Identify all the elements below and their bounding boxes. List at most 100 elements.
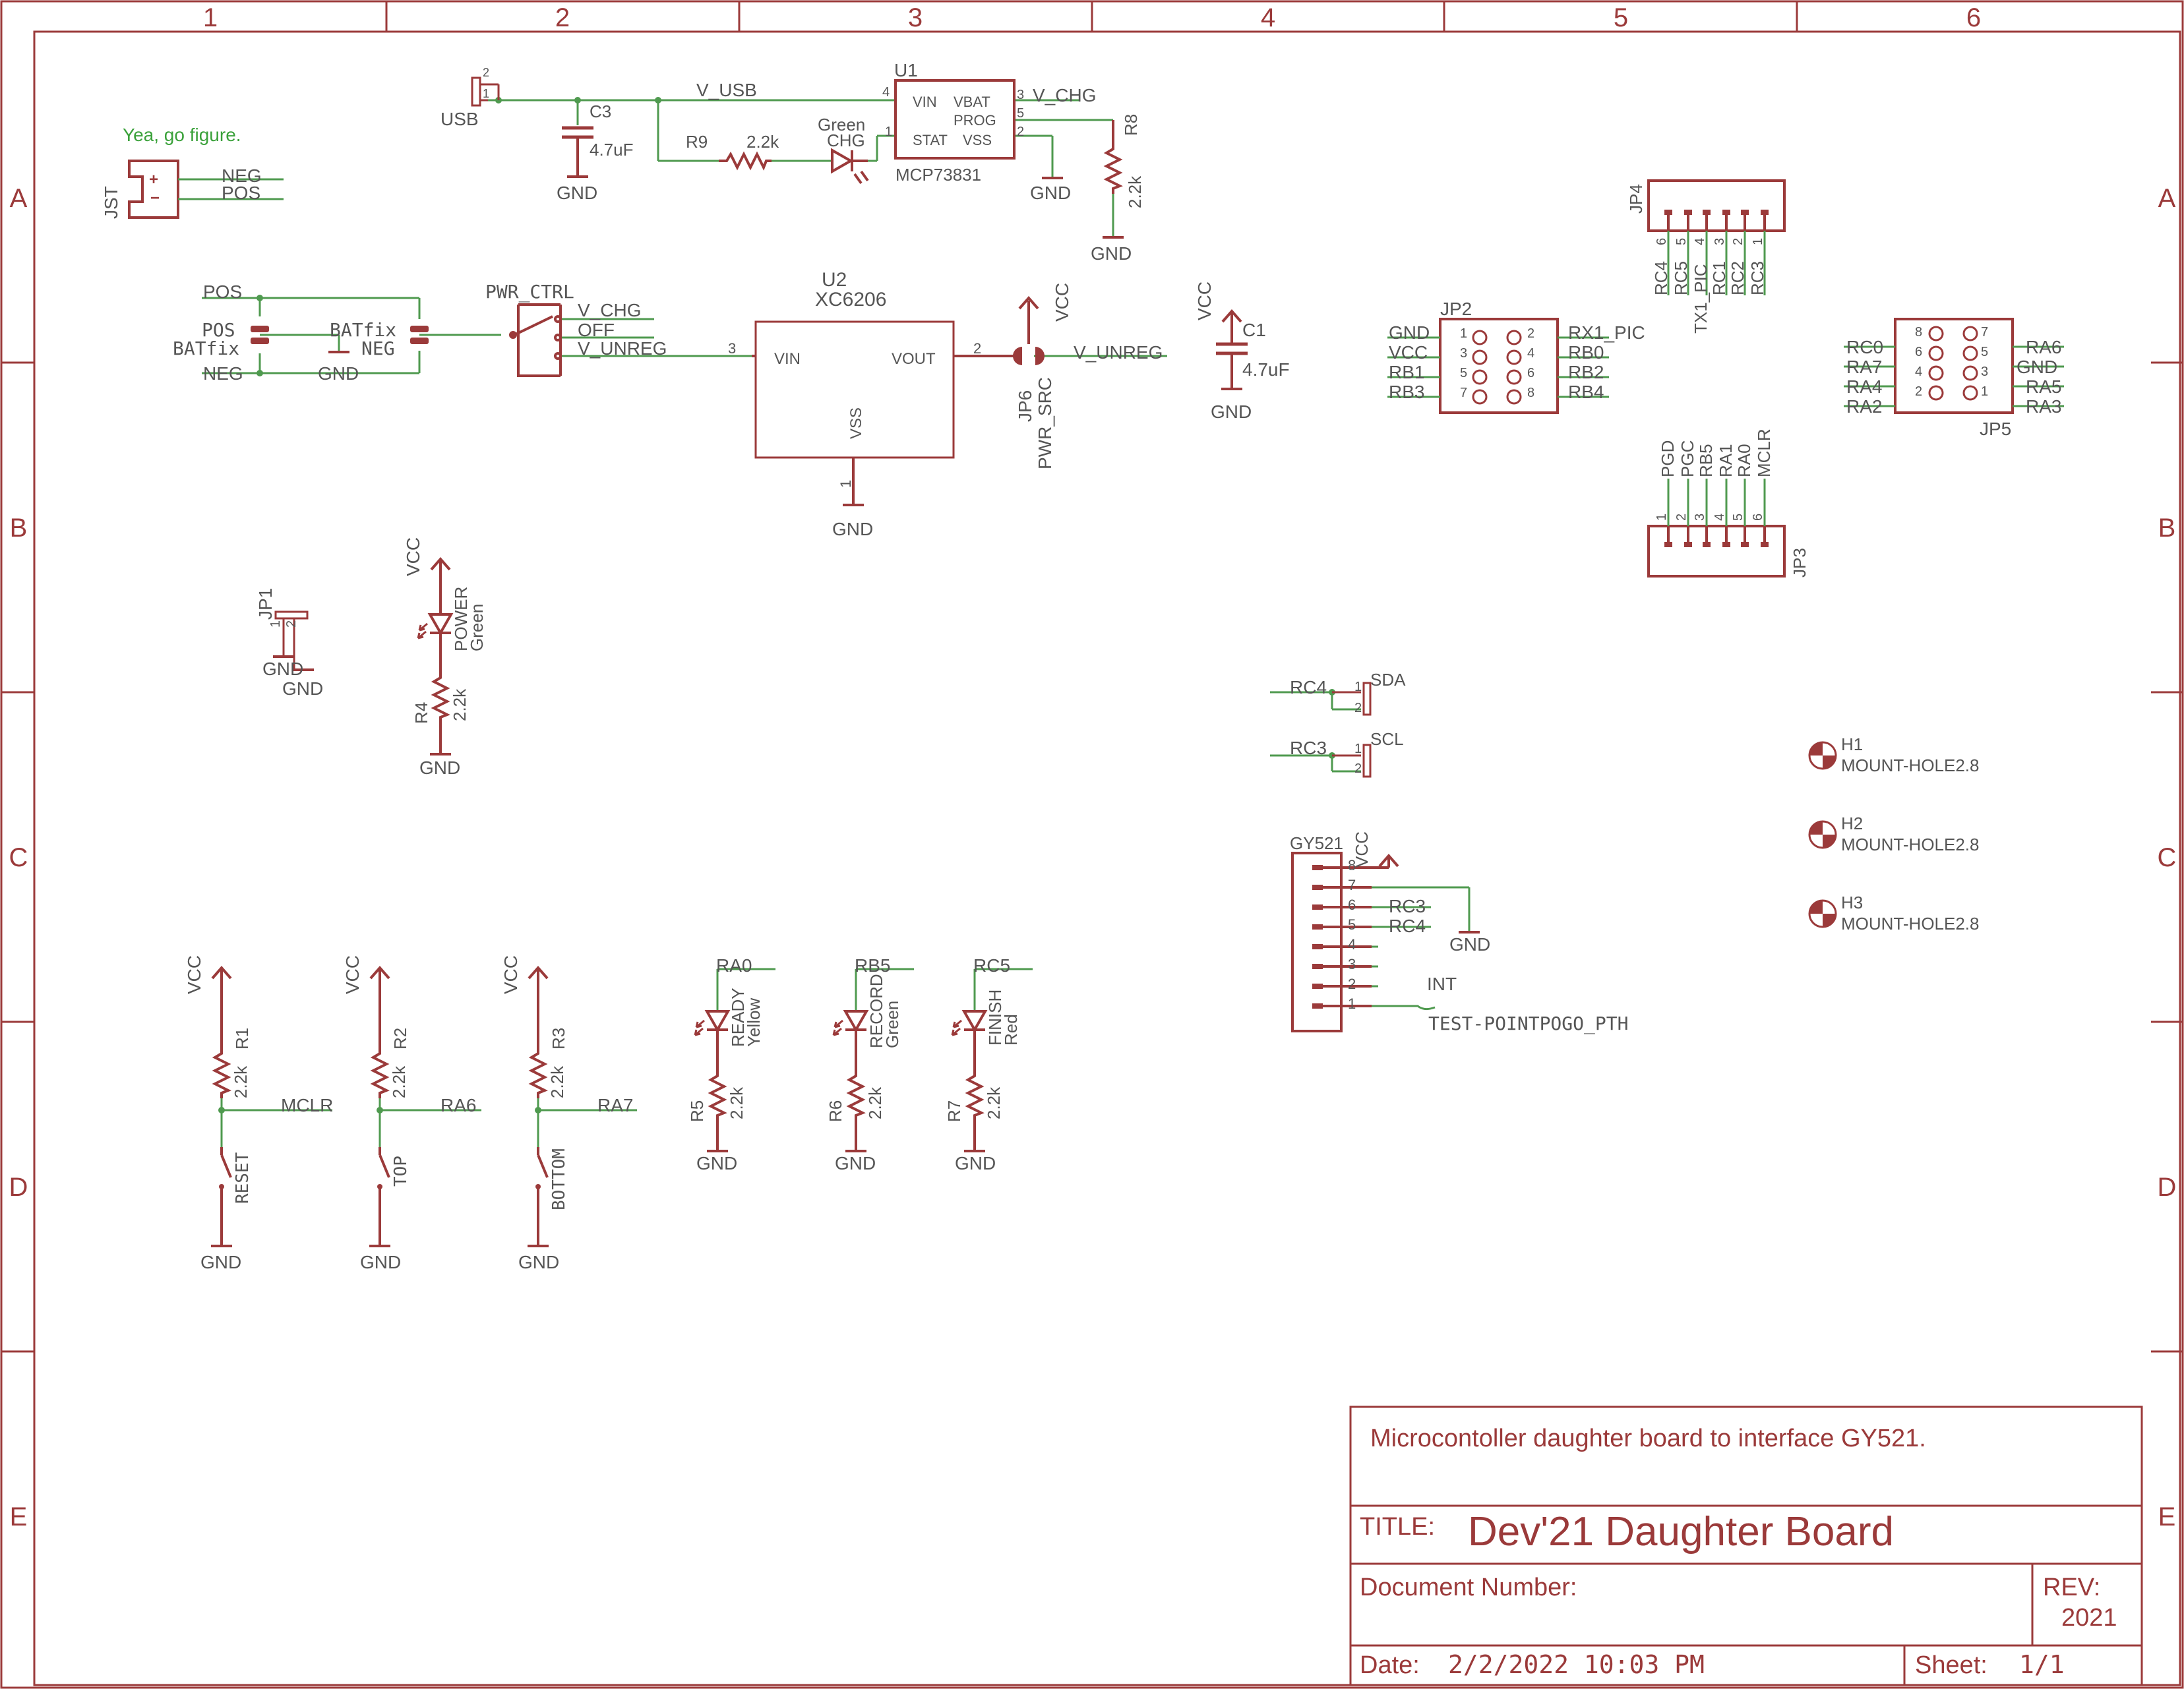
- schematic-label: PGC: [1678, 440, 1697, 477]
- schematic-label: RA4: [1846, 376, 1882, 397]
- schematic-label: R5: [687, 1100, 707, 1122]
- schematic-label: RB2: [1568, 362, 1604, 382]
- bat-pos-net: POS: [203, 282, 242, 302]
- jp6-name: JP6: [1015, 390, 1035, 422]
- schematic-label: VBAT: [954, 94, 990, 110]
- schematic-label: RB1: [1389, 362, 1424, 382]
- chg-led-color: Green: [818, 115, 865, 134]
- schematic-label: 2: [1915, 384, 1922, 399]
- schematic-label: Green: [882, 1001, 902, 1048]
- schematic-label: 1: [483, 87, 489, 100]
- row-label: B: [2158, 514, 2176, 543]
- schematic-label: 6: [1915, 345, 1922, 359]
- schematic-label: RA6: [2026, 337, 2061, 357]
- schematic-label: 8: [1527, 386, 1534, 400]
- power-name: POWER: [451, 587, 471, 651]
- schematic-label: VSS: [963, 132, 992, 148]
- schematic-label: GND: [835, 1153, 876, 1173]
- row-label: A: [2158, 184, 2176, 213]
- col-label: 4: [1261, 3, 1275, 32]
- schematic-label: VCC: [184, 955, 204, 994]
- row-label: E: [10, 1502, 28, 1531]
- schematic-label: 2.2k: [727, 1086, 746, 1119]
- schematic-label: 2: [1527, 326, 1534, 341]
- schematic-label: RC1: [1709, 261, 1729, 295]
- hole-part: MOUNT-HOLE2.8: [1841, 914, 1980, 933]
- schematic-label: 3: [1348, 956, 1356, 972]
- schematic-label: 3: [1460, 346, 1467, 361]
- schematic-label: RA7: [1846, 357, 1882, 377]
- battery-section: POS NEG POS BATfix BATfix NEG GND PWR_CT…: [173, 281, 752, 384]
- r4-name: R4: [411, 702, 431, 724]
- c1-value: 4.7uF: [1242, 359, 1290, 380]
- row-label: C: [2158, 843, 2177, 872]
- schematic-label: 2: [483, 66, 489, 79]
- u1-part: MCP73831: [895, 165, 981, 185]
- frame-labels: 1 2 3 4 5 6 A B C D E A B C D E: [9, 3, 2177, 1531]
- schematic-label: R1: [232, 1028, 252, 1050]
- schematic-label: 6: [1348, 897, 1356, 913]
- row-label: B: [10, 514, 28, 543]
- tb-date: 2/2/2022 10:03 PM: [1448, 1650, 1705, 1679]
- schematic-label: +: [149, 171, 158, 189]
- schematic-label: 8: [1348, 857, 1356, 874]
- jp1-gnd2: GND: [282, 678, 323, 699]
- schematic-label: −: [150, 189, 160, 207]
- title-block: Microcontoller daughter board to interfa…: [1349, 1406, 2143, 1686]
- charger-circuit: USB 2 1 C3 4.7uF GND V_USB V_CHG R9 2.2k…: [440, 60, 1145, 264]
- jp6-net: V_UNREG: [1074, 342, 1163, 363]
- jst-neg: NEG: [222, 165, 262, 186]
- chg-led-name: CHG: [827, 131, 865, 150]
- c3-value: 4.7uF: [590, 140, 634, 160]
- col-label: 2: [555, 3, 570, 32]
- schematic-label: RC5: [973, 955, 1010, 976]
- schematic-label: TX1_PIC: [1691, 264, 1711, 334]
- gy521-rc4: RC4: [1389, 916, 1426, 936]
- schematic-label: RB5: [855, 955, 890, 976]
- tb-rev: 2021: [2061, 1604, 2117, 1632]
- schematic-label: R7: [944, 1100, 964, 1122]
- button-circuits: VCC R1 2.2k MCLR RESET GND VCC R2 2.2k R…: [184, 955, 637, 1272]
- schematic-label: 1: [1751, 238, 1765, 245]
- schematic-label: 2: [1354, 761, 1362, 776]
- power-color: Green: [467, 604, 487, 651]
- schematic-label: 1: [1981, 384, 1988, 399]
- schematic-label: 4: [1693, 238, 1707, 245]
- button-top: VCC R2 2.2k RA6 TOP GND: [342, 955, 481, 1272]
- schematic-label: GND: [1389, 322, 1430, 343]
- row-label: A: [10, 184, 28, 213]
- schematic-label: RB5: [1696, 444, 1716, 477]
- schematic-label: R6: [826, 1100, 845, 1122]
- schematic-label: VCC: [342, 955, 363, 994]
- c1-gnd: GND: [1211, 401, 1252, 422]
- schematic-label: RC0: [1846, 337, 1883, 357]
- bat-neg: NEG: [361, 338, 395, 359]
- schematic-label: 1: [1460, 326, 1467, 341]
- switch-off: OFF: [578, 320, 615, 340]
- led-finish: RC5 FINISH Red R7 2.2k GND: [944, 955, 1033, 1173]
- r4-value: 2.2k: [450, 688, 470, 721]
- jp6-sub: PWR_SRC: [1035, 377, 1055, 469]
- schematic-label: GND: [360, 1252, 401, 1272]
- r9-name: R9: [686, 132, 708, 152]
- tb-title: Dev'21 Daughter Board: [1468, 1509, 1894, 1555]
- regulator: U2 XC6206 VIN VOUT VSS 3 2 1 GND: [728, 269, 989, 539]
- jp1-name: JP1: [255, 588, 276, 620]
- schematic-label: 5: [1017, 106, 1024, 121]
- net-v-chg: V_CHG: [1033, 85, 1096, 105]
- status-leds: RA0 READY Yellow R5 2.2k GND RB5 RECORD …: [687, 955, 1033, 1173]
- schematic-label: RX1_PIC: [1568, 322, 1645, 343]
- schematic-label: 5: [1731, 514, 1745, 521]
- schematic-label: 2: [1017, 125, 1024, 139]
- schematic-label: 3: [1693, 514, 1707, 521]
- mount-holes: H1 MOUNT-HOLE2.8 H2 MOUNT-HOLE2.8 H3 MOU…: [1808, 734, 1980, 933]
- schematic-label: 6: [1654, 238, 1669, 245]
- schematic-label: 4: [882, 85, 890, 100]
- schematic-label: R3: [549, 1028, 568, 1050]
- u2-ref: U2: [822, 269, 847, 291]
- schematic-label: 5: [1348, 916, 1356, 933]
- hole-name: H1: [1841, 734, 1863, 754]
- led-ready: RA0 READY Yellow R5 2.2k GND: [687, 955, 775, 1173]
- schematic-label: GND: [955, 1153, 996, 1173]
